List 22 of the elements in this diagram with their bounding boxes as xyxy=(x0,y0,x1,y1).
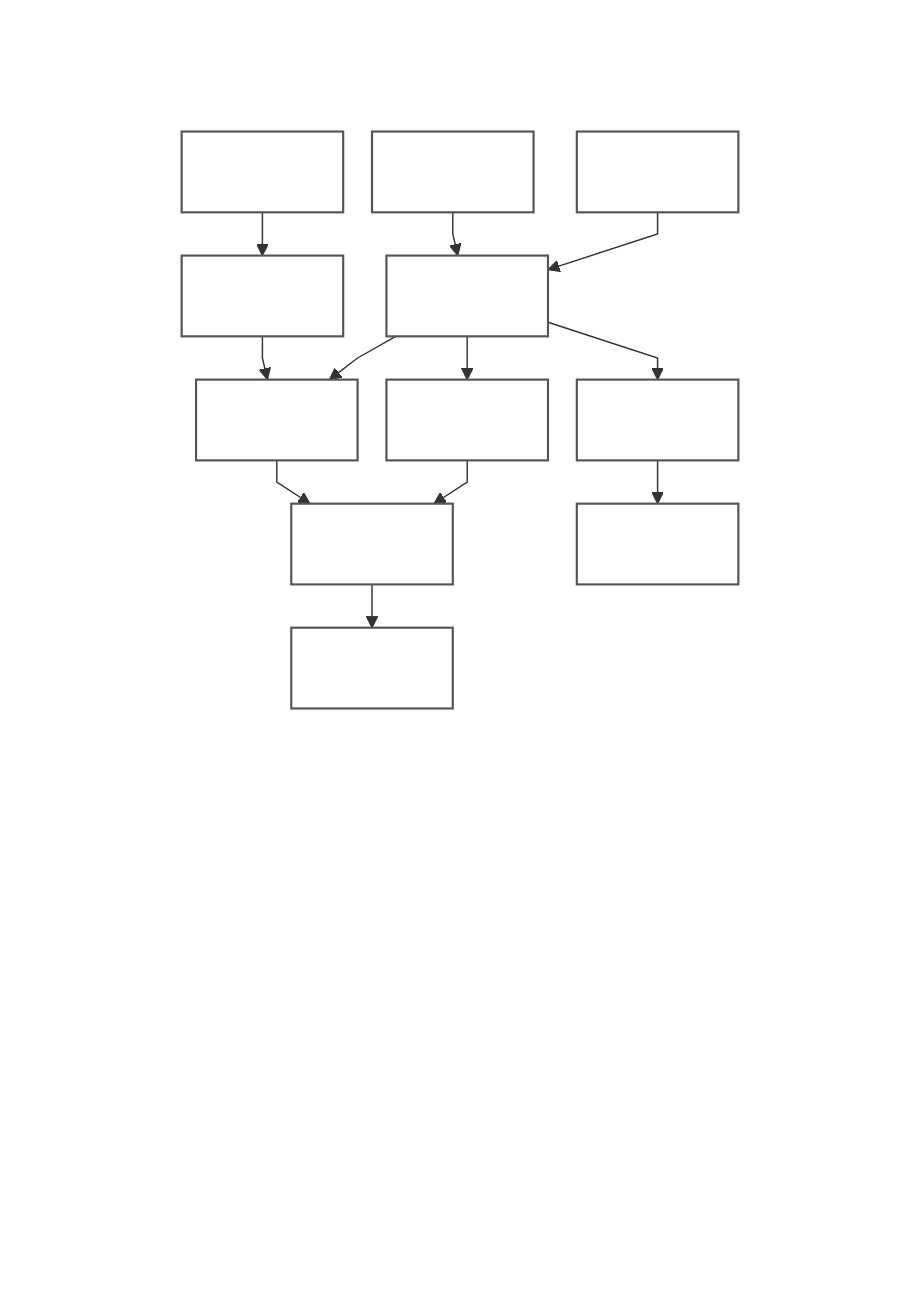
arrow xyxy=(546,321,663,381)
node-box xyxy=(194,378,358,462)
node-box xyxy=(574,502,739,586)
node-box xyxy=(384,254,549,338)
node-box xyxy=(574,378,739,462)
node-box xyxy=(384,378,549,462)
arrow xyxy=(257,335,270,381)
node-box xyxy=(179,130,344,214)
arrow xyxy=(448,211,461,257)
arrow xyxy=(364,583,378,629)
node-box xyxy=(289,626,453,710)
arrow xyxy=(255,211,268,257)
arrow xyxy=(432,459,467,505)
arrow xyxy=(546,211,658,273)
node-box xyxy=(179,254,344,338)
node-box xyxy=(369,130,534,214)
node-box xyxy=(289,502,453,586)
arrow xyxy=(275,459,310,505)
arrow xyxy=(459,335,473,381)
arrow xyxy=(327,335,396,381)
node-box xyxy=(574,130,739,214)
arrow xyxy=(650,459,663,505)
